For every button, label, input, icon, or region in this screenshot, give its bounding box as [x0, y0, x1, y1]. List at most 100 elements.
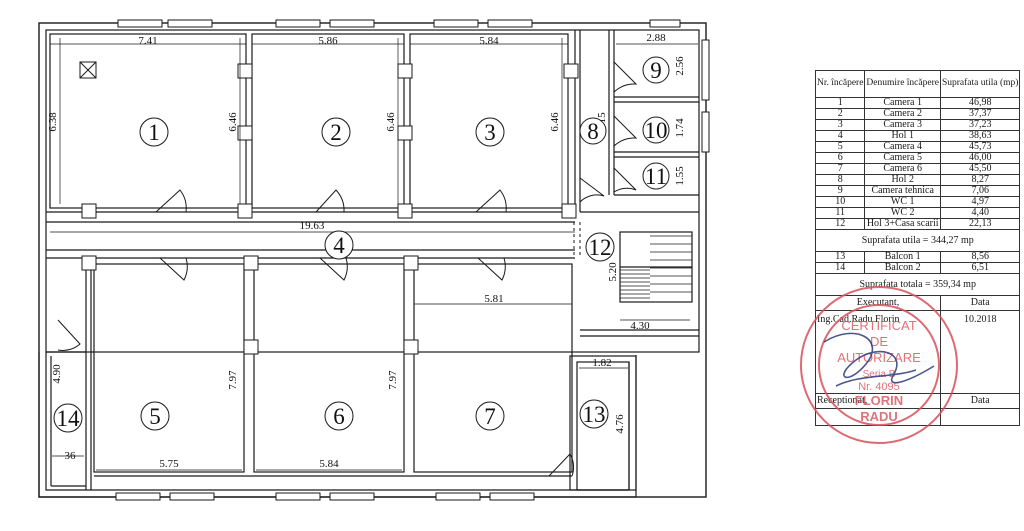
balcony-nr: 13	[814, 251, 866, 263]
room-2-walls	[251, 33, 405, 209]
balcony-nr: 14	[814, 262, 866, 274]
room-name: Camera 4	[864, 141, 941, 153]
dim-stair-height: 5.20	[607, 262, 619, 282]
room-1-walls	[49, 33, 247, 209]
room-area: 4,40	[939, 207, 1021, 219]
dim-r10-height: 1.74	[674, 118, 686, 138]
room-number-12: 12	[589, 235, 612, 260]
room-area: 45,50	[939, 163, 1021, 175]
dim-r11-height: 1.55	[674, 166, 686, 186]
room-number-9: 9	[650, 58, 662, 83]
dim-r3-width: 5.84	[479, 35, 499, 47]
room-5-walls	[93, 263, 245, 473]
room-number-7: 7	[484, 404, 496, 429]
balcony-area: 6,51	[939, 262, 1021, 274]
room-number-4: 4	[333, 233, 345, 258]
header-name: Denumire încăpere	[864, 70, 941, 98]
dim-r9-height: 2.56	[674, 56, 686, 76]
room-number-10: 10	[645, 118, 668, 143]
dim-stair-width: 4.30	[630, 320, 650, 332]
windows	[115, 19, 710, 501]
executant-label: Executant,	[815, 295, 941, 311]
room-name: Camera 1	[864, 97, 941, 109]
room-nr: 10	[814, 196, 866, 208]
room-nr: 7	[814, 163, 866, 175]
room-name: WC 1	[864, 196, 941, 208]
room-name: WC 2	[864, 207, 941, 219]
staircase	[620, 235, 692, 299]
dim-r13-height: 4.76	[614, 414, 626, 434]
dim-r14-height: 4.90	[51, 364, 63, 384]
dim-r2-height: 6.46	[385, 112, 397, 132]
room-name: Camera 2	[864, 108, 941, 120]
room-number-14: 14	[57, 406, 81, 431]
date-label-2: Data	[939, 393, 1021, 409]
dim-r7-width-top: 5.81	[484, 293, 503, 305]
room-name: Camera tehnica	[864, 185, 941, 197]
room-name: Camera 6	[864, 163, 941, 175]
room-area: 46,00	[939, 152, 1021, 164]
room-area: 4,97	[939, 196, 1021, 208]
dim-r13-width: 1.82	[592, 357, 611, 369]
header-area: Suprafata utila (mp)	[939, 70, 1021, 98]
room-number-3: 3	[484, 120, 496, 145]
room-area: 45,73	[939, 141, 1021, 153]
room-number-13: 13	[583, 402, 606, 427]
room-name: Camera 3	[864, 119, 941, 131]
dim-r5-height: 7.97	[227, 370, 239, 390]
room-nr: 2	[814, 108, 866, 120]
room-number-11: 11	[645, 164, 667, 189]
room-name: Hol 2	[864, 174, 941, 186]
room-nr: 3	[814, 119, 866, 131]
room-name: Hol 3+Casa scarii	[864, 218, 941, 230]
dim-r6-height: 7.97	[387, 370, 399, 390]
room-nr: 9	[814, 185, 866, 197]
room-area: 38,63	[939, 130, 1021, 142]
dim-r1-height: 6.38	[47, 112, 59, 132]
room-3-walls	[409, 33, 569, 209]
room-area: 37,37	[939, 108, 1021, 120]
room-nr: 1	[814, 97, 866, 109]
room-7-walls	[413, 263, 573, 473]
vent-symbol	[79, 61, 97, 79]
dim-r2-width: 5.86	[318, 35, 338, 47]
dim-r9-width: 2.88	[646, 32, 666, 44]
dim-hall-length: 19.63	[300, 220, 325, 232]
balcony-area: 8,56	[939, 251, 1021, 263]
useful-total: Suprafata utila = 344,27 mp	[814, 229, 1021, 252]
doors	[57, 61, 638, 477]
balcony-name: Balcon 1	[864, 251, 941, 263]
room-area: 46,98	[939, 97, 1021, 109]
room-number-5: 5	[149, 404, 161, 429]
room-name: Hol 1	[864, 130, 941, 142]
dim-r3-height: 6.46	[549, 112, 561, 132]
room-name: Camera 5	[864, 152, 941, 164]
header-nr: Nr. încăpere	[814, 70, 866, 98]
room-number-8: 8	[587, 119, 599, 144]
area-legend: Nr. încăpere Denumire încăpere Suprafata…	[814, 70, 1021, 426]
room-area: 7,06	[939, 185, 1021, 197]
dim-r6-width: 5.84	[319, 458, 339, 470]
area-table: Nr. încăpere Denumire încăpere Suprafata…	[814, 70, 1021, 426]
room-area: 8,27	[939, 174, 1021, 186]
executant-date: 10.2018	[939, 310, 1021, 394]
room-number-1: 1	[148, 120, 160, 145]
room-area: 37,23	[939, 119, 1021, 131]
dim-r1-height-inner: 6.46	[227, 112, 239, 132]
room-area: 22,13	[939, 218, 1021, 230]
floor-plan: 7.41 5.86 5.84 2.88 6.38 6.46 6.46 6.46 …	[38, 19, 710, 501]
room-nr: 6	[814, 152, 866, 164]
date-label: Data	[939, 295, 1021, 311]
room-number-2: 2	[330, 120, 342, 145]
grand-total: Suprafata totala = 359,34 mp	[814, 273, 1021, 296]
